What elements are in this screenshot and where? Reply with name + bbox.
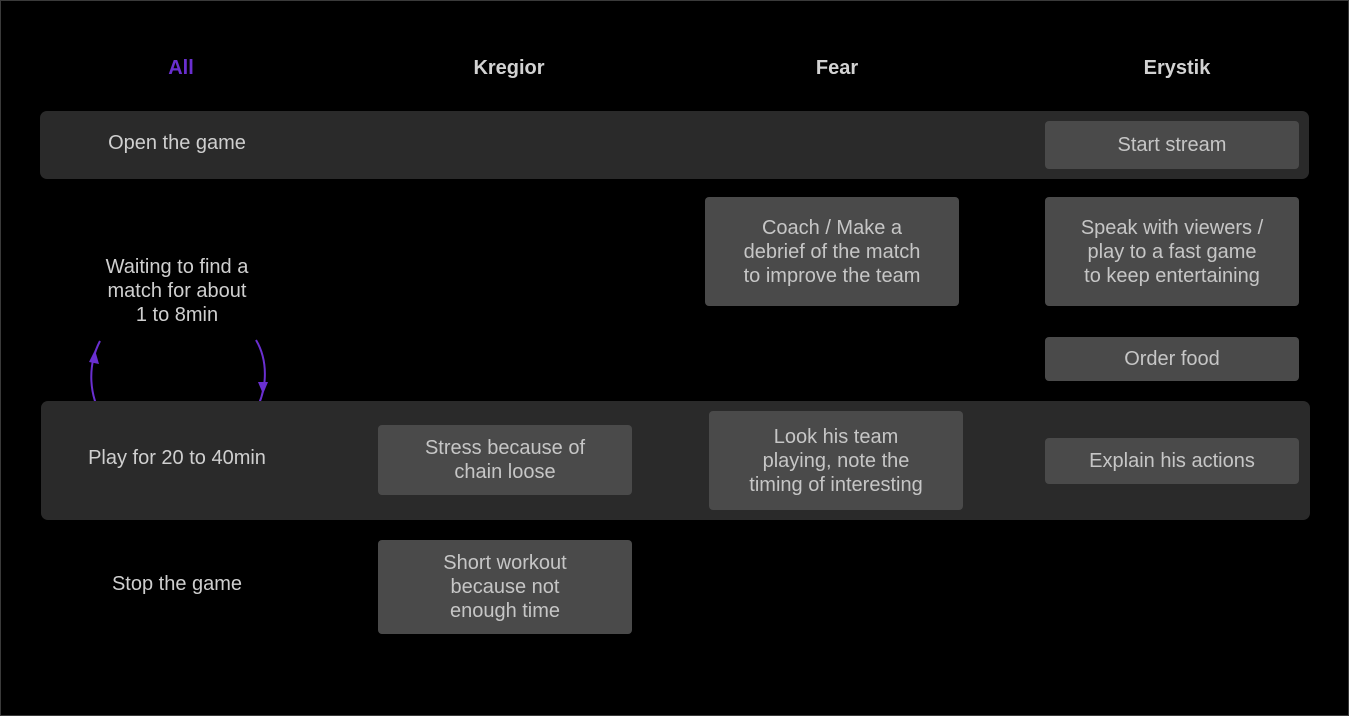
card-short-workout[interactable]: Short workout because not enough time [378, 540, 632, 634]
card-speak-with-viewers[interactable]: Speak with viewers / play to a fast game… [1045, 197, 1299, 306]
row-label-play: Play for 20 to 40min [88, 447, 266, 469]
card-stress-chain-loose[interactable]: Stress because of chain loose [378, 425, 632, 495]
card-start-stream[interactable]: Start stream [1045, 121, 1299, 169]
row-label-stop: Stop the game [111, 573, 243, 595]
card-look-team-playing[interactable]: Look his team playing, note the timing o… [709, 411, 963, 510]
column-header-erystik[interactable]: Erystik [1143, 57, 1211, 79]
row-label-open: Open the game [108, 132, 246, 154]
column-header-fear[interactable]: Fear [815, 57, 859, 79]
card-order-food[interactable]: Order food [1045, 337, 1299, 381]
row-label-waiting: Waiting to find a match for about 1 to 8… [105, 256, 249, 326]
column-header-kregior[interactable]: Kregior [473, 57, 545, 79]
card-coach-debrief[interactable]: Coach / Make a debrief of the match to i… [705, 197, 959, 306]
card-explain-actions[interactable]: Explain his actions [1045, 438, 1299, 484]
column-header-all[interactable]: All [168, 57, 194, 79]
